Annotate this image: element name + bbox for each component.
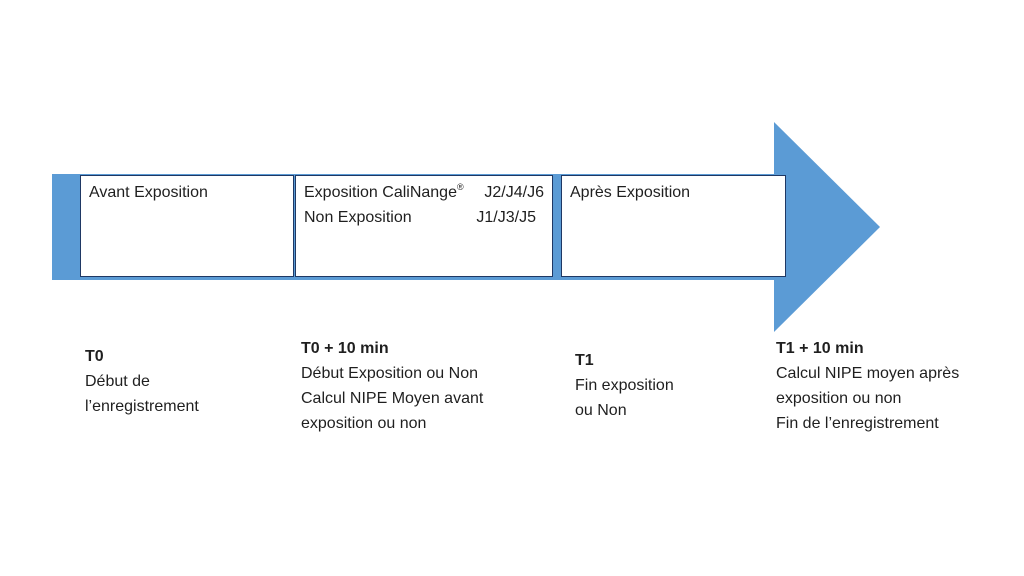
step-line: exposition ou non xyxy=(776,390,902,407)
step-time: T0 xyxy=(85,348,104,365)
exposure-row: Exposition CaliNange® J2/J4/J6 xyxy=(304,180,544,205)
step-t1: T1 Fin exposition ou Non xyxy=(575,348,674,423)
step-time: T1 xyxy=(575,352,594,369)
step-line: exposition ou non xyxy=(301,415,427,432)
step-line: Calcul NIPE moyen après xyxy=(776,365,960,382)
step-time: T1 + 10 min xyxy=(776,340,864,357)
step-t0-plus-10: T0 + 10 min Début Exposition ou Non Calc… xyxy=(301,336,483,436)
registered-mark: ® xyxy=(456,182,464,192)
exposure-days: J2/J4/J6 xyxy=(484,184,544,201)
step-line: Début de xyxy=(85,373,150,390)
step-line: Début Exposition ou Non xyxy=(301,365,478,382)
arrow-head xyxy=(774,122,880,332)
step-t1-plus-10: T1 + 10 min Calcul NIPE moyen après expo… xyxy=(776,336,959,436)
phase-box-before-exposure: Avant Exposition xyxy=(80,175,294,277)
non-exposure-row: Non Exposition J1/J3/J5 xyxy=(304,205,544,230)
step-line: l’enregistrement xyxy=(85,398,199,415)
step-line: Calcul NIPE Moyen avant xyxy=(301,390,484,407)
phase-box-exposure: Exposition CaliNange® J2/J4/J6 Non Expos… xyxy=(295,175,553,277)
non-exposure-days: J1/J3/J5 xyxy=(476,209,536,226)
step-line: ou Non xyxy=(575,402,627,419)
non-exposure-label: Non Exposition xyxy=(304,209,412,226)
phase-title-before: Avant Exposition xyxy=(89,184,208,201)
step-time: T0 + 10 min xyxy=(301,340,389,357)
exposure-label: Exposition CaliNange® xyxy=(304,182,464,202)
phase-box-after-exposure: Après Exposition xyxy=(561,175,786,277)
phase-title-after: Après Exposition xyxy=(570,184,691,201)
step-line: Fin exposition xyxy=(575,377,674,394)
step-line: Fin de l’enregistrement xyxy=(776,415,939,432)
step-t0: T0 Début de l’enregistrement xyxy=(85,344,199,419)
